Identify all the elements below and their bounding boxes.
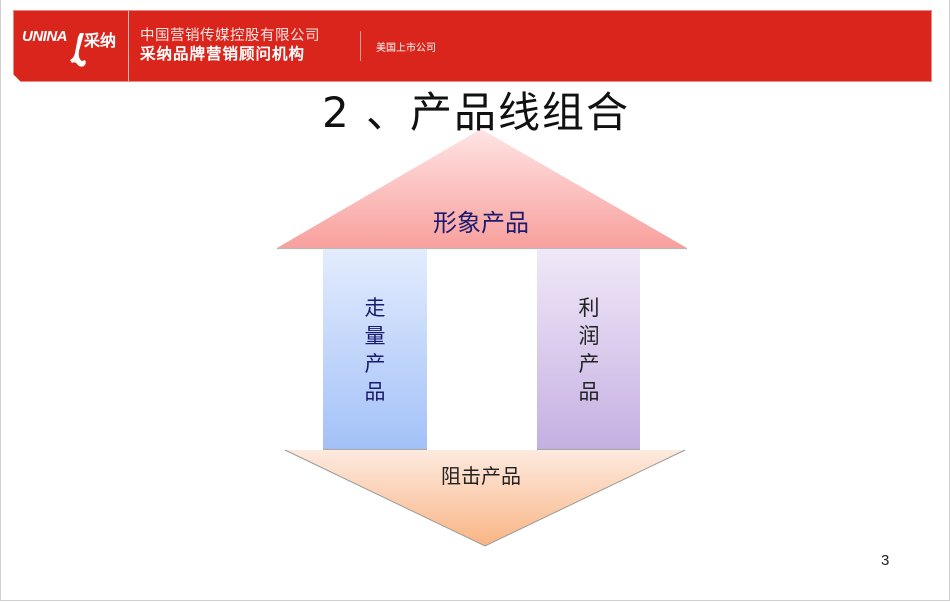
volume-products-label: 走 量 产 品 — [353, 294, 397, 406]
profit-products-label: 利 润 产 品 — [567, 294, 611, 406]
volume-label-char: 走 — [364, 296, 386, 320]
company-logo: UNINA 采纳 — [14, 11, 128, 81]
header-banner: UNINA 采纳 中国营销传媒控股有限公司 采纳品牌营销顾问机构 美国上市公司 — [13, 10, 932, 82]
volume-label-char: 产 — [364, 352, 386, 376]
slide-title: 2 、产品线组合 — [321, 88, 631, 137]
image-products-label: 形象产品 — [433, 209, 529, 237]
volume-label-char: 量 — [364, 324, 386, 348]
top-triangle-image-products — [277, 129, 687, 250]
bottom-triangle-blocking-products — [284, 449, 686, 547]
company-name-line2: 采纳品牌营销顾问机构 — [140, 45, 306, 63]
blocking-products-label: 阻击产品 — [441, 464, 521, 488]
company-name-line1: 中国营销传媒控股有限公司 — [140, 28, 320, 44]
logo-latin-text: UNINA — [22, 28, 67, 45]
listed-company-badge: 美国上市公司 — [376, 43, 436, 54]
volume-label-char: 品 — [364, 380, 386, 404]
profit-label-char: 产 — [578, 352, 600, 376]
left-pillar-volume-products — [323, 249, 427, 451]
profit-label-char: 品 — [578, 380, 600, 404]
logo-chinese-text: 采纳 — [84, 31, 117, 50]
profit-label-char: 润 — [578, 324, 600, 348]
page-number: 3 — [881, 552, 890, 569]
company-name: 中国营销传媒控股有限公司 采纳品牌营销顾问机构 — [140, 28, 320, 63]
header-divider-2 — [360, 31, 361, 61]
profit-label-char: 利 — [578, 296, 600, 320]
right-pillar-profit-products — [537, 249, 640, 451]
runner-figure-icon — [66, 33, 88, 69]
header-divider — [128, 11, 129, 81]
